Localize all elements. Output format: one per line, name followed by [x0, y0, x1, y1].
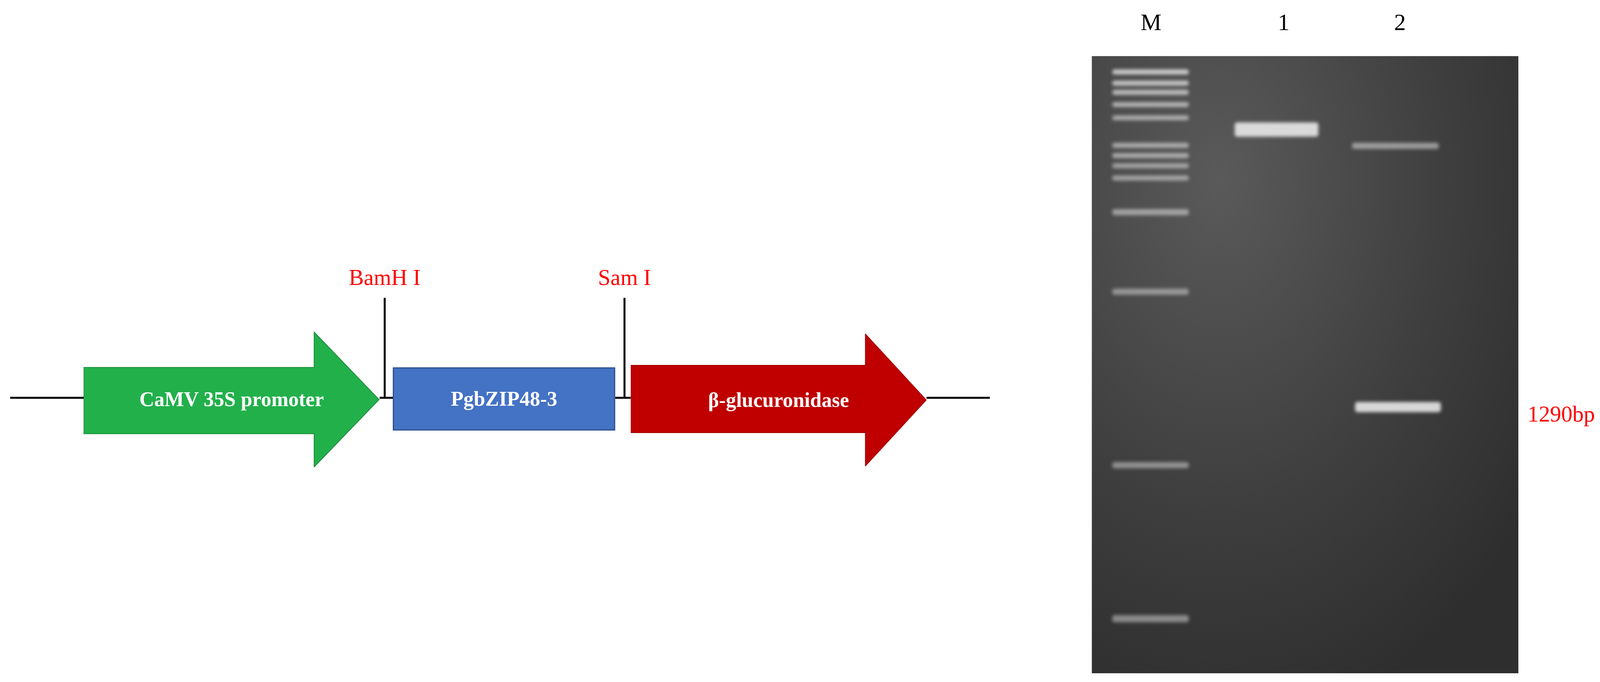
- gel-band: [1112, 615, 1189, 623]
- backbone-line: [10, 397, 84, 400]
- node-label: CaMV 35S promoter: [139, 387, 324, 411]
- gel-band: [1112, 115, 1189, 121]
- lane-label: M: [1140, 10, 1162, 35]
- gel-band: [1234, 122, 1319, 137]
- gene-box: PgbZIP48-3: [392, 367, 616, 431]
- gel-band: [1112, 69, 1189, 75]
- gel-band: [1354, 401, 1441, 413]
- restriction-site-label: BamH I: [348, 266, 421, 290]
- gel-band: [1112, 209, 1189, 215]
- gel-band: [1352, 142, 1439, 149]
- gel-band: [1112, 102, 1189, 108]
- node-label: PgbZIP48-3: [450, 387, 558, 411]
- site-tick: [383, 298, 386, 399]
- node-label: β-glucuronidase: [707, 388, 849, 412]
- gel-band: [1112, 89, 1189, 96]
- band-size-label: 1290bp: [1527, 403, 1595, 426]
- gel-band: [1112, 163, 1189, 169]
- gel-band: [1112, 153, 1189, 159]
- gel-band: [1112, 288, 1189, 295]
- lane-label: 1: [1277, 10, 1290, 35]
- promoter-arrow: CaMV 35S promoter: [83, 331, 380, 468]
- gel-image: [1092, 56, 1519, 674]
- restriction-site-label: Sam I: [597, 266, 651, 290]
- backbone-connector: [379, 397, 394, 400]
- gel-band: [1112, 175, 1189, 181]
- backbone-connector: [615, 397, 631, 400]
- site-tick: [623, 298, 626, 399]
- lane-label: 2: [1394, 10, 1406, 35]
- reporter-arrow: β-glucuronidase: [630, 333, 927, 467]
- gel-band: [1112, 462, 1189, 469]
- gel-bands: [1112, 69, 1441, 623]
- gel-band: [1112, 80, 1189, 86]
- gel-band: [1112, 142, 1189, 149]
- backbone-line: [926, 397, 990, 400]
